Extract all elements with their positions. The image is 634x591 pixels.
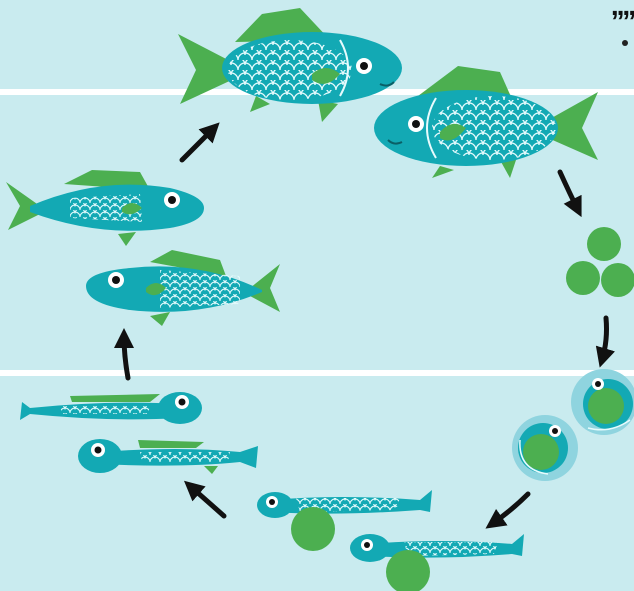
yolk-sac-larva-icon — [350, 534, 524, 591]
larva-icon — [78, 439, 258, 474]
arrow — [492, 494, 528, 524]
adult-fish-icon — [374, 66, 598, 178]
embryo-in-egg-icon — [512, 415, 578, 481]
arrow — [560, 172, 578, 210]
juvenile-fish-icon — [6, 170, 204, 246]
juvenile-fish-icon — [86, 250, 280, 326]
egg-cluster-icon — [566, 227, 634, 297]
larva-icon — [20, 392, 202, 424]
arrow — [602, 318, 607, 360]
arrow — [190, 486, 224, 516]
arrow — [182, 128, 214, 160]
arrow — [124, 336, 128, 378]
adult-fish-icon — [178, 8, 402, 122]
embryo-in-egg-icon — [571, 369, 634, 435]
